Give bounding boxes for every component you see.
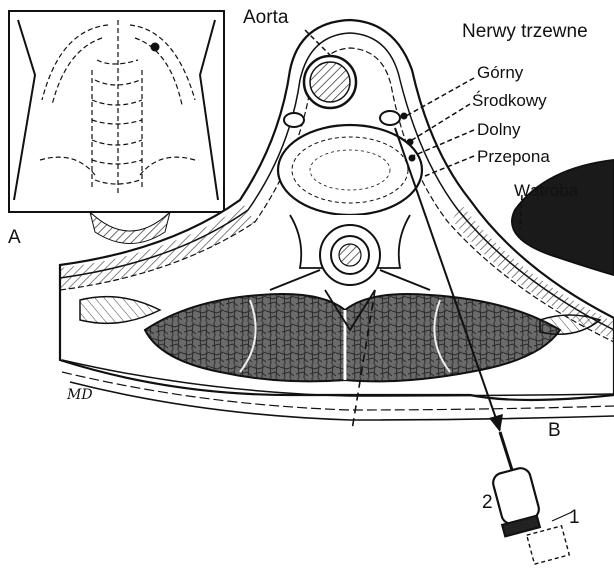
label-nerves-header: Nerwy trzewne [462, 22, 588, 41]
label-panel-a: A [8, 228, 21, 247]
aorta-vessel [304, 56, 356, 108]
label-panel-b: B [548, 421, 561, 440]
label-aorta: Aorta [243, 8, 288, 27]
artist-signature: MD [67, 388, 93, 402]
label-liver: Wątroba [514, 182, 578, 199]
label-lower-nerve: Dolny [477, 121, 520, 138]
label-upper-nerve: Górny [477, 64, 523, 81]
inset-panel-a [9, 11, 224, 244]
label-position-1: 1 [569, 508, 580, 527]
label-middle-nerve: Środkowy [472, 92, 547, 109]
label-diaphragm: Przepona [477, 148, 550, 165]
label-position-2: 2 [482, 493, 493, 512]
liver-shape [512, 160, 614, 275]
